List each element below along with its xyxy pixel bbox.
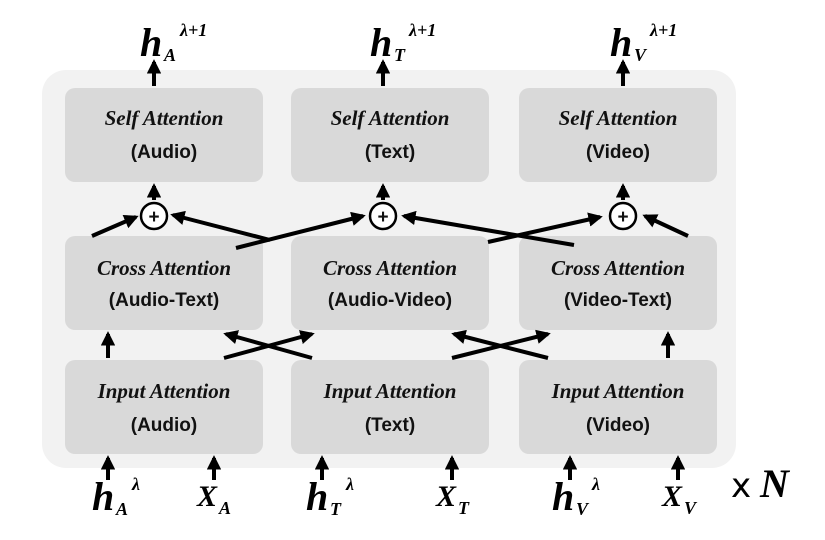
svg-text:λ: λ: [131, 474, 140, 494]
plus-icon: +: [617, 207, 628, 228]
svg-text:N: N: [759, 461, 791, 506]
input-h-video: h V λ: [552, 474, 600, 519]
arrow-cross-audio-video-to-sum-video: [487, 212, 603, 244]
svg-text:A: A: [115, 499, 128, 519]
svg-text:λ: λ: [345, 474, 354, 494]
svg-text:λ+1: λ+1: [408, 20, 436, 40]
self-attention-audio-block: Self Attention (Audio): [65, 88, 263, 182]
svg-text:h: h: [306, 474, 328, 519]
block-subtitle: (Text): [365, 142, 415, 163]
sum-node-audio: +: [139, 201, 169, 231]
arrow-cross-video-text-to-sum-video: [642, 214, 689, 238]
plus-icon: +: [377, 207, 388, 228]
input-attention-video-block: Input Attention (Video): [519, 360, 717, 454]
block-title: Cross Attention: [551, 256, 685, 280]
repeat-n-label: x N: [731, 461, 791, 506]
sum-node-text: +: [368, 201, 398, 231]
block-title: Input Attention: [551, 379, 685, 403]
svg-text:V: V: [634, 45, 648, 65]
svg-text:h: h: [610, 20, 632, 65]
input-h-audio: h A λ: [92, 474, 140, 519]
block-title: Input Attention: [323, 379, 457, 403]
svg-text:h: h: [552, 474, 574, 519]
self-attention-text-block: Self Attention (Text): [291, 88, 489, 182]
block-subtitle: (Audio-Text): [109, 290, 219, 311]
input-x-text: X T: [435, 480, 470, 518]
svg-text:λ+1: λ+1: [649, 20, 677, 40]
block-title: Cross Attention: [323, 256, 457, 280]
block-title: Self Attention: [331, 106, 450, 130]
input-x-video: X V: [661, 480, 698, 518]
block-subtitle: (Audio): [131, 415, 197, 436]
block-title: Self Attention: [559, 106, 678, 130]
arrow-cross-audio-text-to-sum-text: [235, 211, 366, 250]
svg-text:T: T: [394, 45, 406, 65]
block-subtitle: (Audio-Video): [328, 290, 452, 311]
cross-attention-video-text-block: Cross Attention (Video-Text): [519, 236, 717, 330]
svg-text:x: x: [731, 466, 751, 506]
arrow-input-text-to-cross-audio-text: [223, 330, 313, 360]
block-title: Self Attention: [105, 106, 224, 130]
input-x-audio: X A: [196, 480, 231, 518]
svg-text:V: V: [576, 499, 590, 519]
block-subtitle: (Audio): [131, 142, 197, 163]
svg-text:h: h: [370, 20, 392, 65]
cross-attention-audio-video-block: Cross Attention (Audio-Video): [291, 236, 489, 330]
arrow-cross-audio-video-to-sum-audio: [170, 210, 271, 242]
arrow-cross-video-text-to-sum-text: [401, 210, 575, 247]
output-h-video: h V λ+1: [610, 20, 677, 65]
input-h-text: h T λ: [306, 474, 354, 519]
svg-text:X: X: [196, 480, 218, 513]
block-subtitle: (Video-Text): [564, 290, 672, 311]
svg-text:λ: λ: [591, 474, 600, 494]
block-subtitle: (Text): [365, 415, 415, 436]
output-h-audio: h A λ+1: [140, 20, 207, 65]
svg-text:h: h: [140, 20, 162, 65]
block-subtitle: (Video): [586, 415, 650, 436]
input-attention-audio-block: Input Attention (Audio): [65, 360, 263, 454]
svg-text:λ+1: λ+1: [179, 20, 207, 40]
sum-node-video: +: [608, 201, 638, 231]
input-attention-text-block: Input Attention (Text): [291, 360, 489, 454]
arrow-cross-audio-text-to-sum-audio: [91, 214, 139, 238]
svg-text:T: T: [330, 499, 342, 519]
svg-text:h: h: [92, 474, 114, 519]
svg-text:X: X: [435, 480, 457, 513]
self-attention-video-block: Self Attention (Video): [519, 88, 717, 182]
plus-icon: +: [148, 207, 159, 228]
svg-text:T: T: [458, 498, 470, 518]
svg-text:A: A: [163, 45, 176, 65]
block-subtitle: (Video): [586, 142, 650, 163]
arrow-input-video-to-cross-audio-video: [451, 329, 549, 360]
block-title: Input Attention: [97, 379, 231, 403]
cross-attention-audio-text-block: Cross Attention (Audio-Text): [65, 236, 263, 330]
block-title: Cross Attention: [97, 256, 231, 280]
svg-text:V: V: [684, 498, 698, 518]
svg-text:A: A: [218, 498, 231, 518]
output-h-text: h T λ+1: [370, 20, 436, 65]
svg-text:X: X: [661, 480, 683, 513]
